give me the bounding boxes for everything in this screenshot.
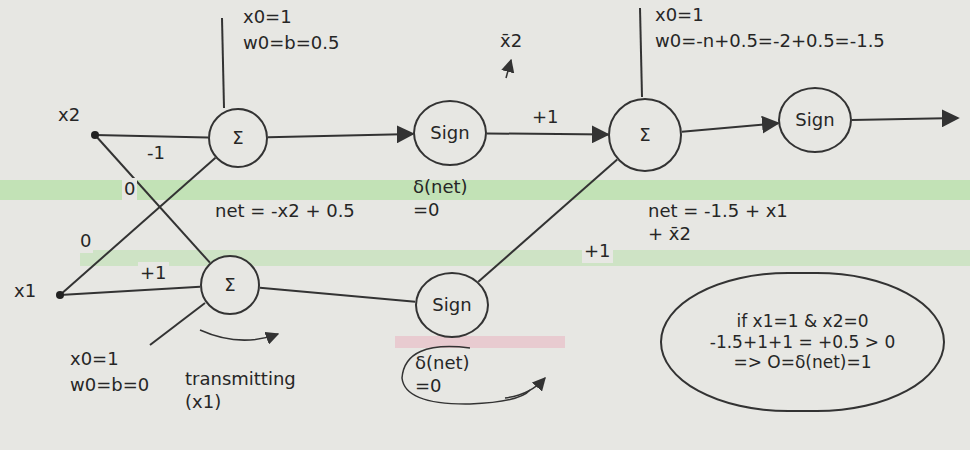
connector bbox=[478, 160, 617, 282]
input-node: x2 bbox=[58, 104, 95, 135]
bias-line bbox=[150, 303, 205, 345]
node-text: x2 bbox=[58, 104, 80, 126]
pointer-arrow bbox=[506, 60, 511, 78]
connector bbox=[268, 134, 413, 137]
weight-label: -1 bbox=[145, 142, 167, 165]
node-text: Sign bbox=[795, 109, 834, 131]
output-arrow bbox=[852, 118, 958, 120]
neuron-circle: Sign bbox=[778, 87, 852, 153]
connector bbox=[60, 158, 216, 295]
node-text: Σ bbox=[232, 127, 243, 149]
node-text: x1 bbox=[14, 280, 36, 302]
highlight-band bbox=[395, 336, 565, 348]
input-dot bbox=[91, 131, 99, 139]
connector bbox=[682, 123, 778, 132]
annotation: x̄2 bbox=[500, 30, 522, 53]
annotation: x0=1 bbox=[655, 4, 704, 27]
node-text: Σ bbox=[639, 124, 650, 146]
loop-mark bbox=[402, 347, 530, 404]
annotation: w0=b=0 bbox=[70, 374, 149, 397]
weight-label: +1 bbox=[138, 262, 169, 285]
neuron-circle: Σ bbox=[608, 98, 682, 172]
input-dot bbox=[55, 290, 65, 300]
connector bbox=[95, 135, 210, 263]
node-text: Sign bbox=[430, 122, 469, 144]
annotation: net = -x2 + 0.5 bbox=[215, 200, 355, 223]
annotation: w0=-n+0.5=-2+0.5=-1.5 bbox=[655, 30, 885, 53]
weight-label: +1 bbox=[582, 240, 613, 263]
bias-line bbox=[640, 8, 642, 97]
node-text: Sign bbox=[432, 294, 471, 316]
annotation: δ(net) =0 bbox=[413, 176, 489, 221]
connector bbox=[487, 133, 608, 134]
node-text: -1.5+1+1 = +0.5 > 0 bbox=[710, 332, 896, 352]
annotation: net = -1.5 + x1 + x̄2 bbox=[648, 200, 798, 245]
annotation: x0=1 bbox=[243, 6, 292, 29]
input-dot bbox=[56, 291, 64, 299]
pointer-arrow bbox=[200, 330, 278, 340]
annotation: transmitting (x1) bbox=[185, 368, 315, 413]
node-text: => O=δ(net)=1 bbox=[733, 352, 871, 372]
neuron-circle: Sign bbox=[413, 100, 487, 166]
note-bubble: if x1=1 & x2=0-1.5+1+1 = +0.5 > 0=> O=δ(… bbox=[660, 272, 945, 412]
annotation: x0=1 bbox=[70, 348, 119, 371]
node-text: Σ bbox=[224, 274, 235, 296]
connector bbox=[95, 135, 208, 137]
node-text: if x1=1 & x2=0 bbox=[736, 311, 868, 331]
pointer-arrow bbox=[505, 378, 545, 398]
connector bbox=[260, 288, 415, 302]
annotation: δ(net) =0 bbox=[415, 352, 491, 397]
input-dot bbox=[90, 130, 100, 140]
annotation: w0=b=0.5 bbox=[243, 32, 339, 55]
weight-label: +1 bbox=[530, 106, 561, 129]
weight-label: 0 bbox=[122, 178, 137, 201]
neuron-circle: Σ bbox=[200, 255, 260, 315]
neuron-circle: Σ bbox=[208, 108, 268, 168]
bias-line bbox=[222, 18, 224, 108]
connector bbox=[60, 287, 200, 295]
input-node: x1 bbox=[14, 280, 60, 310]
neuron-circle: Sign bbox=[415, 272, 489, 338]
weight-label: 0 bbox=[78, 230, 93, 253]
